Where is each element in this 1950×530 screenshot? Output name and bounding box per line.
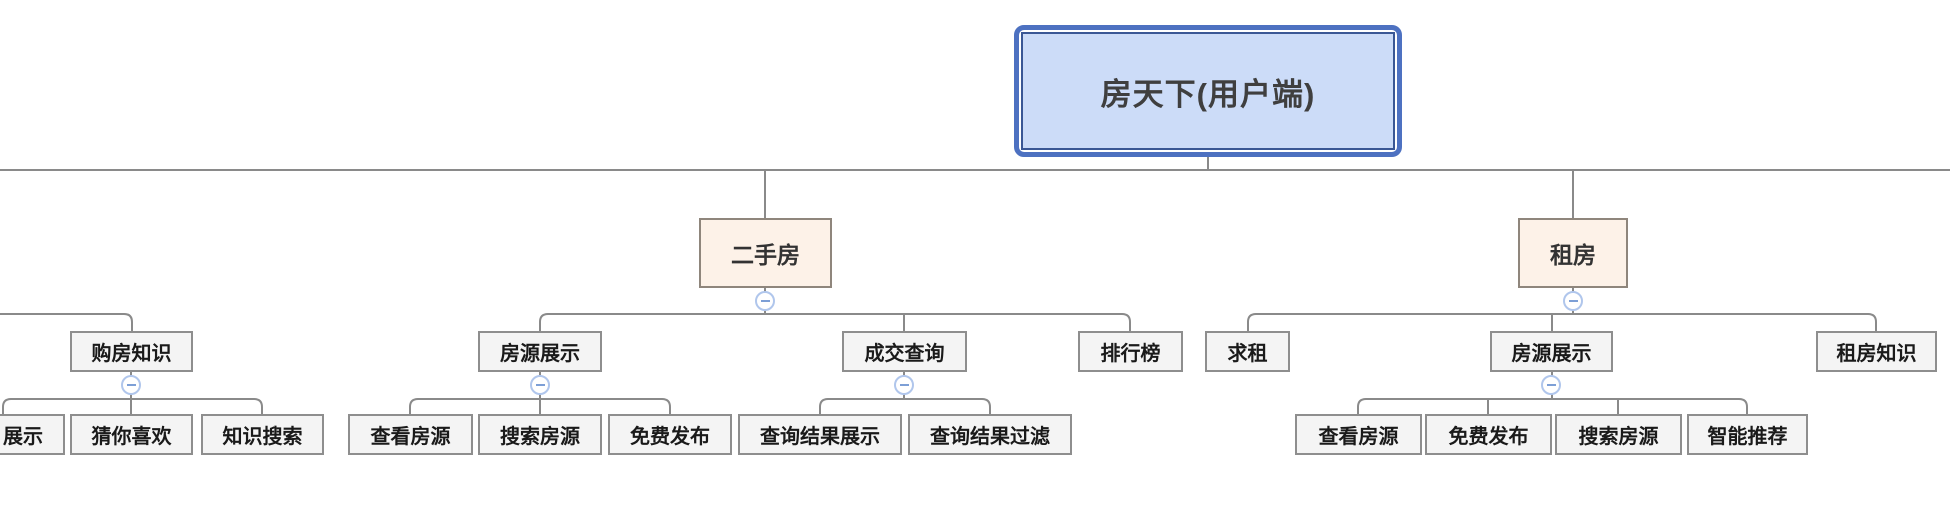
node-fangyuan-zhanshi-esf[interactable]: 房源展示 xyxy=(478,331,602,372)
collapse-minus-icon[interactable] xyxy=(755,291,775,311)
node-label: 房源展示 xyxy=(1511,343,1592,365)
root-label: 房天下(用户端) xyxy=(1100,76,1316,112)
node-chaxun-jieguo-guolv[interactable]: 查询结果过滤 xyxy=(908,414,1072,455)
collapse-minus-icon[interactable] xyxy=(1541,375,1561,395)
node-chengjiao-chaxun[interactable]: 成交查询 xyxy=(842,331,967,372)
node-root[interactable]: 房天下(用户端) xyxy=(1014,25,1402,157)
collapse-minus-icon[interactable] xyxy=(894,375,914,395)
node-label: 租房 xyxy=(1550,242,1596,268)
minus-icon xyxy=(1568,300,1578,302)
node-cainixihuan[interactable]: 猜你喜欢 xyxy=(70,414,193,455)
node-sousuo-fangyuan-zf[interactable]: 搜索房源 xyxy=(1555,414,1682,455)
minus-icon xyxy=(1546,384,1556,386)
node-paihangbang[interactable]: 排行榜 xyxy=(1078,331,1183,372)
node-label: 购房知识 xyxy=(91,343,172,365)
node-label: 查看房源 xyxy=(1318,426,1399,448)
node-zhishi-sousuo[interactable]: 知识搜索 xyxy=(201,414,324,455)
node-label: 搜索房源 xyxy=(1578,426,1659,448)
node-zufang[interactable]: 租房 xyxy=(1518,218,1628,288)
node-label: 租房知识 xyxy=(1836,343,1917,365)
node-label: 知识搜索 xyxy=(222,426,303,448)
node-zufang-zhishi[interactable]: 租房知识 xyxy=(1816,331,1937,372)
node-qiuzu[interactable]: 求租 xyxy=(1205,331,1290,372)
node-mianfei-fabu-esf[interactable]: 免费发布 xyxy=(608,414,732,455)
node-mianfei-fabu-zf[interactable]: 免费发布 xyxy=(1425,414,1552,455)
node-goufang-zhishi[interactable]: 购房知识 xyxy=(70,331,193,372)
node-ershoufang[interactable]: 二手房 xyxy=(699,218,832,288)
node-label: 查看房源 xyxy=(370,426,451,448)
node-chaxun-jieguo-zhanshi[interactable]: 查询结果展示 xyxy=(738,414,902,455)
node-label: 猜你喜欢 xyxy=(91,426,172,448)
node-label: 二手房 xyxy=(731,242,800,268)
node-label: 免费发布 xyxy=(630,426,710,448)
node-label: 排行榜 xyxy=(1100,343,1161,365)
node-sousuo-fangyuan-esf[interactable]: 搜索房源 xyxy=(478,414,602,455)
minus-icon xyxy=(535,384,545,386)
node-label: 免费发布 xyxy=(1448,426,1529,448)
node-label: 成交查询 xyxy=(864,343,945,365)
node-label: 智能推荐 xyxy=(1707,426,1788,448)
node-label: 展示 xyxy=(3,426,43,448)
node-chakan-fangyuan-zf[interactable]: 查看房源 xyxy=(1295,414,1422,455)
collapse-minus-icon[interactable] xyxy=(530,375,550,395)
node-zhanshi-partial[interactable]: 展示 xyxy=(0,414,65,455)
collapse-minus-icon[interactable] xyxy=(121,375,141,395)
node-zhineng-tuijian[interactable]: 智能推荐 xyxy=(1687,414,1808,455)
node-fangyuan-zhanshi-zf[interactable]: 房源展示 xyxy=(1490,331,1613,372)
node-label: 查询结果展示 xyxy=(760,426,880,448)
node-label: 求租 xyxy=(1227,343,1268,365)
node-label: 搜索房源 xyxy=(500,426,580,448)
node-chakan-fangyuan-esf[interactable]: 查看房源 xyxy=(348,414,473,455)
collapse-minus-icon[interactable] xyxy=(1563,291,1583,311)
root-node-inner: 房天下(用户端) xyxy=(1021,32,1395,150)
minus-icon xyxy=(899,384,909,386)
node-label: 查询结果过滤 xyxy=(930,426,1050,448)
minus-icon xyxy=(760,300,770,302)
node-label: 房源展示 xyxy=(500,343,580,365)
minus-icon xyxy=(126,384,136,386)
